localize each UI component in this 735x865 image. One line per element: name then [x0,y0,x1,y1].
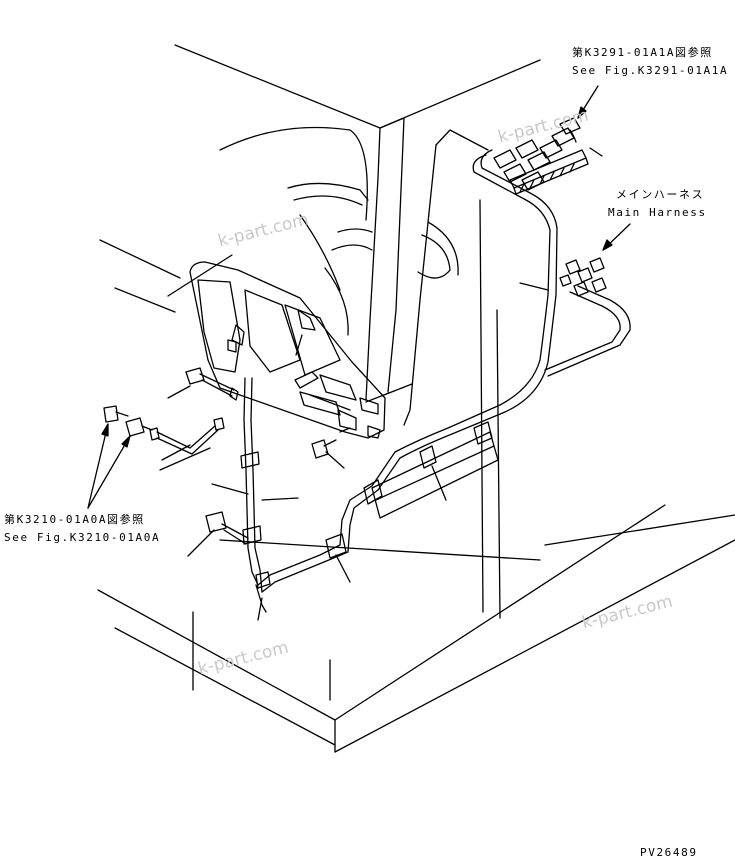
main-harness-en-label: Main Harness [608,206,707,219]
ref-left-en-label: See Fig.K3210-01A0A [4,531,161,544]
connector-cluster-main [559,257,607,297]
bolts-fittings [103,334,351,545]
ref-top-jp-label: 第K3291-01A1A図参照 [572,46,713,59]
leader-lines [161,254,447,621]
wiring-duct [371,431,499,519]
seat-outline [219,126,459,336]
switch-console [189,261,386,439]
main-harness-jp-label: メインハーネス [616,188,705,201]
ref-left-jp-label: 第K3210-01A0A図参照 [4,513,145,526]
arrows [87,85,631,509]
cab-body [97,44,735,753]
drawing-number: PV26489 [640,846,698,859]
connector-cluster-top [493,117,603,195]
ref-top-en-label: See Fig.K3291-01A1A [572,64,729,77]
